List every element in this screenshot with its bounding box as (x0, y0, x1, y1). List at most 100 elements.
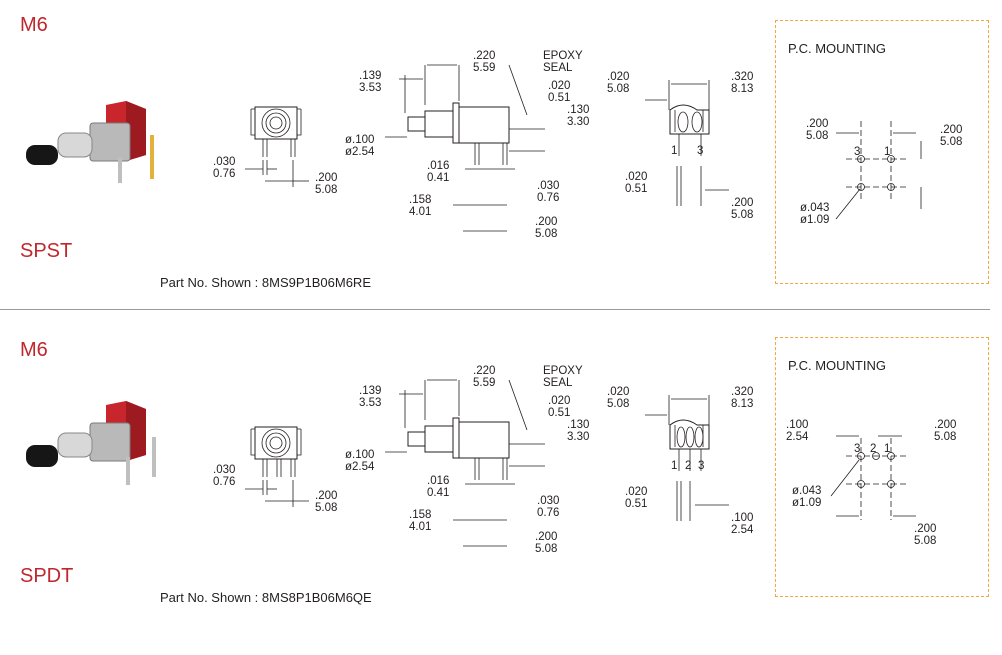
pc-mounting-drawing: 3 2 1 .100 2.54 .200 5.08 ø.043 ø1.09 .2… (786, 419, 956, 547)
seal-thickness-label: .020 (548, 395, 570, 407)
back-pitch-mm-label: 2.54 (731, 524, 754, 536)
pc-hole-label: ø.043 (800, 202, 829, 214)
total-length-mm-label: 4.01 (409, 521, 431, 533)
model-label: M6 (20, 14, 48, 36)
pc-pin-1-label: 1 (884, 443, 890, 455)
back-pitch-label: .200 (731, 197, 753, 209)
body-length-label: .220 (473, 365, 495, 377)
back-top-mm-label: 5.08 (607, 83, 629, 95)
pc-left-spacing-mm-label: 2.54 (786, 431, 809, 443)
back-pitch-label: .100 (731, 512, 753, 524)
front-width-mm-label: 0.76 (213, 168, 235, 180)
pc-mounting-panel: P.C. MOUNTING 3 2 1 .100 2.54 .200 5.08 … (775, 337, 989, 597)
model-label: M6 (20, 339, 48, 361)
height-label: .130 (567, 419, 589, 431)
front-width-mm-label: 0.76 (213, 476, 235, 488)
spdt-section: M6 SPDT Part No. Shown : 8MS8P1B06M6QE .… (0, 325, 1002, 655)
back-width-mm-label: 8.13 (731, 398, 753, 410)
total-length-mm-label: 4.01 (409, 206, 431, 218)
pin-1-label: 1 (671, 460, 677, 472)
epoxy-label: EPOXY (543, 365, 583, 377)
switch-type-label: SPDT (20, 565, 74, 587)
part-number: Part No. Shown : 8MS8P1B06M6QE (160, 590, 372, 605)
pc-pin-1-label: 1 (884, 146, 890, 158)
pc-mounting-panel: P.C. MOUNTING 3 1 .200 5.08 .200 5.08 ø.… (775, 20, 989, 284)
terminal-width-mm-label: 0.41 (427, 487, 449, 499)
back-view-drawing: 1 3 .020 5.08 .320 8.13 .020 0.51 .200 5… (607, 71, 753, 221)
height-mm-label: 3.30 (567, 116, 589, 128)
pc-bottom-spacing-label: .200 (914, 523, 936, 535)
diameter-mm-label: ø2.54 (345, 146, 375, 158)
back-top-label: .020 (607, 386, 629, 398)
pc-right-spacing-mm-label: 5.08 (934, 431, 956, 443)
diameter-label: ø.100 (345, 134, 374, 146)
pc-hole-label: ø.043 (792, 485, 821, 497)
back-width-mm-label: 8.13 (731, 83, 753, 95)
body-length-label: .220 (473, 50, 495, 62)
back-thickness-mm-label: 0.51 (625, 498, 647, 510)
switch-photo (26, 401, 156, 485)
height-label: .130 (567, 104, 589, 116)
body-length-mm-label: 5.59 (473, 377, 495, 389)
pc-right-spacing-label: .200 (940, 124, 962, 136)
terminal-width-label: .016 (427, 160, 449, 172)
bushing-length-label: .139 (359, 70, 381, 82)
switch-photo (26, 101, 154, 183)
section-divider (0, 309, 990, 310)
bushing-length-mm-label: 3.53 (359, 397, 381, 409)
pin-1-label: 1 (671, 145, 677, 157)
pc-mounting-drawing: 3 1 .200 5.08 .200 5.08 ø.043 ø1.09 (800, 118, 962, 226)
pc-hole-mm-label: ø1.09 (792, 497, 821, 509)
side-view-drawing: .139 3.53 .220 5.59 EPOXY SEAL .020 0.51… (345, 50, 589, 240)
pc-left-spacing-label: .100 (786, 419, 808, 431)
pin-2-label: 2 (685, 460, 691, 472)
pc-mounting-title: P.C. MOUNTING (788, 41, 886, 56)
bushing-length-label: .139 (359, 385, 381, 397)
pc-right-spacing-label: .200 (934, 419, 956, 431)
seal-label: SEAL (543, 62, 573, 74)
pc-pin-2-label: 2 (870, 443, 876, 455)
side-view-drawing: .139 3.53 .220 5.59 EPOXY SEAL .020 0.51… (345, 365, 589, 555)
back-pitch-mm-label: 5.08 (731, 209, 753, 221)
back-top-label: .020 (607, 71, 629, 83)
back-width-label: .320 (731, 386, 753, 398)
front-pitch-label: .200 (315, 490, 337, 502)
terminal-thickness-mm-label: 0.76 (537, 192, 559, 204)
pc-mounting-title: P.C. MOUNTING (788, 358, 886, 373)
front-pitch-mm-label: 5.08 (315, 502, 337, 514)
pin-3-label: 3 (697, 145, 703, 157)
front-pitch-mm-label: 5.08 (315, 184, 337, 196)
pc-left-spacing-mm-label: 5.08 (806, 130, 828, 142)
seal-thickness-mm-label: 0.51 (548, 407, 570, 419)
height-mm-label: 3.30 (567, 431, 589, 443)
pc-hole-mm-label: ø1.09 (800, 214, 829, 226)
terminal-thickness-label: .030 (537, 495, 559, 507)
side-pitch-label: .200 (535, 216, 557, 228)
pc-right-spacing-mm-label: 5.08 (940, 136, 962, 148)
side-pitch-mm-label: 5.08 (535, 543, 557, 555)
switch-type-label: SPST (20, 240, 73, 262)
diameter-mm-label: ø2.54 (345, 461, 375, 473)
seal-label: SEAL (543, 377, 573, 389)
epoxy-label: EPOXY (543, 50, 583, 62)
terminal-width-mm-label: 0.41 (427, 172, 449, 184)
total-length-label: .158 (409, 194, 431, 206)
terminal-thickness-label: .030 (537, 180, 559, 192)
seal-thickness-label: .020 (548, 80, 570, 92)
pc-pin-3-label: 3 (854, 443, 860, 455)
pc-left-spacing-label: .200 (806, 118, 828, 130)
front-view-drawing: .030 0.76 .200 5.08 (213, 106, 337, 196)
front-pitch-label: .200 (315, 172, 337, 184)
back-width-label: .320 (731, 71, 753, 83)
terminal-thickness-mm-label: 0.76 (537, 507, 559, 519)
pc-bottom-spacing-mm-label: 5.08 (914, 535, 936, 547)
front-view-drawing: .030 0.76 .200 5.08 (213, 426, 337, 514)
back-thickness-mm-label: 0.51 (625, 183, 647, 195)
seal-thickness-mm-label: 0.51 (548, 92, 570, 104)
bushing-length-mm-label: 3.53 (359, 82, 381, 94)
front-width-label: .030 (213, 156, 235, 168)
pc-pin-3-label: 3 (854, 146, 860, 158)
total-length-label: .158 (409, 509, 431, 521)
back-top-mm-label: 5.08 (607, 398, 629, 410)
back-thickness-label: .020 (625, 486, 647, 498)
